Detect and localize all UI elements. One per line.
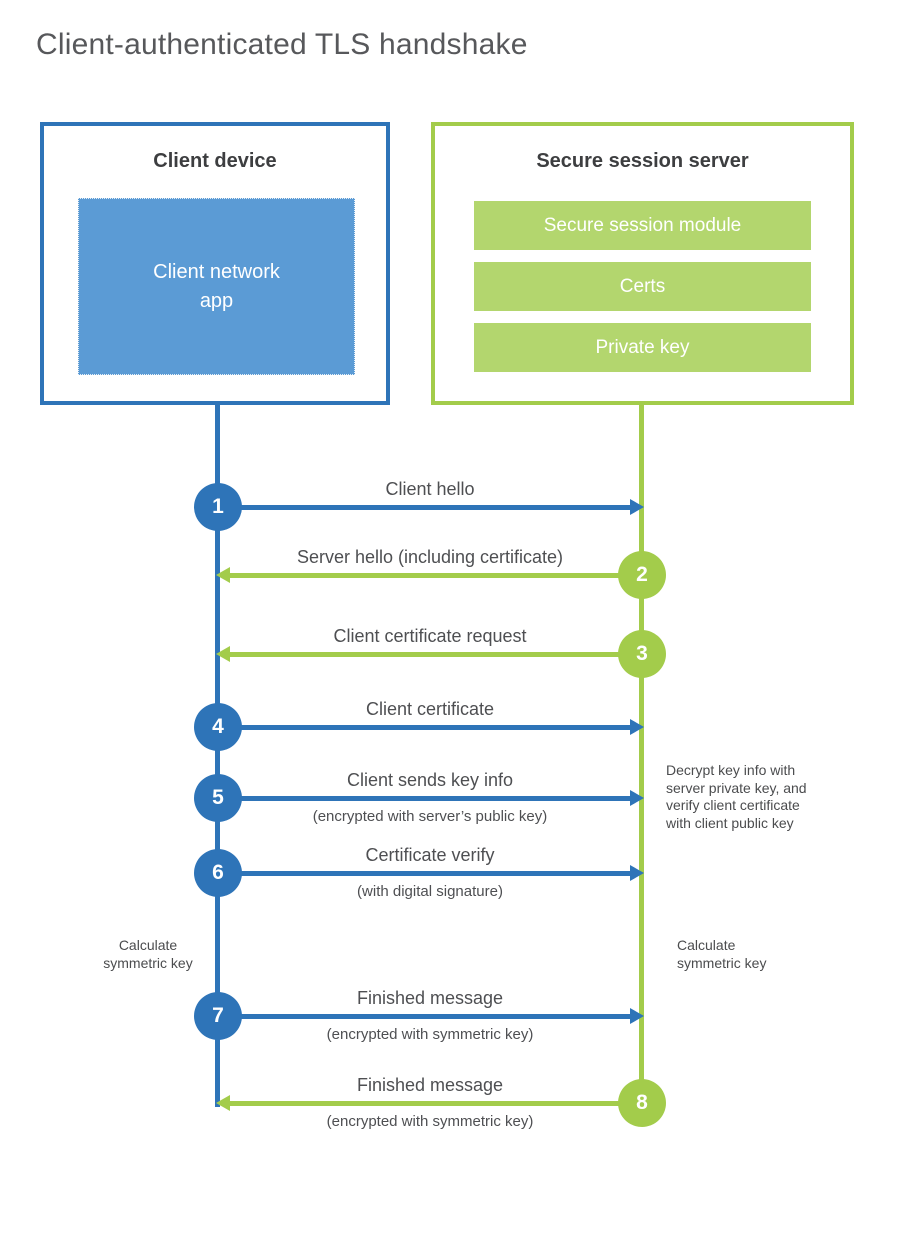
message-label: Server hello (including certificate) (296, 547, 564, 567)
message-arrowhead (630, 865, 644, 881)
client-device-box: Client device Client network app (40, 122, 390, 405)
message-label: Client certificate request (333, 626, 527, 646)
secure-session-server-box: Secure session server Secure session mod… (431, 122, 854, 405)
message-label: Finished message (356, 988, 504, 1008)
client-device-title: Client device (153, 150, 277, 172)
step-circle-5: 5 (194, 774, 242, 822)
server-module-secure-session-module: Secure session module (474, 201, 811, 250)
step-circle-8: 8 (618, 1079, 666, 1127)
message-label: Certificate verify (365, 845, 495, 865)
page-title: Client-authenticated TLS handshake (36, 28, 528, 61)
message-sublabel: (encrypted with symmetric key) (326, 1026, 534, 1043)
message-arrowhead (216, 646, 230, 662)
step-circle-3: 3 (618, 630, 666, 678)
message-arrow-line (218, 505, 630, 510)
step-circle-2: 2 (618, 551, 666, 599)
secure-session-server-title: Secure session server (536, 150, 749, 172)
server-lifeline (639, 405, 644, 1105)
message-label: Client sends key info (346, 770, 514, 790)
message-sublabel: (encrypted with symmetric key) (326, 1113, 534, 1130)
message-sublabel: (encrypted with server’s public key) (312, 808, 548, 825)
calculate-symmetric-key-note-client: Calculate symmetric key (103, 937, 193, 971)
message-arrowhead (630, 790, 644, 806)
message-arrowhead (630, 1008, 644, 1024)
step-number: 2 (636, 563, 648, 586)
message-arrow-line (230, 573, 642, 578)
step-circle-7: 7 (194, 992, 242, 1040)
client-network-app-box: Client network app (78, 198, 355, 375)
step-number: 7 (212, 1004, 224, 1027)
message-arrowhead (630, 719, 644, 735)
message-arrow-line (218, 725, 630, 730)
message-arrow-line (218, 796, 630, 801)
decrypt-note: Decrypt key info with server private key… (666, 762, 807, 831)
step-number: 8 (636, 1091, 648, 1114)
step-number: 6 (212, 861, 224, 884)
message-label: Client certificate (365, 699, 495, 719)
step-circle-6: 6 (194, 849, 242, 897)
step-circle-4: 4 (194, 703, 242, 751)
step-number: 1 (212, 495, 224, 518)
message-arrowhead (216, 1095, 230, 1111)
step-number: 3 (636, 642, 648, 665)
step-number: 5 (212, 786, 224, 809)
message-arrowhead (216, 567, 230, 583)
message-arrowhead (630, 499, 644, 515)
step-number: 4 (212, 715, 224, 738)
client-lifeline (215, 405, 220, 1107)
calculate-symmetric-key-note-server: Calculate symmetric key (677, 937, 767, 971)
step-circle-1: 1 (194, 483, 242, 531)
message-arrow-line (218, 1014, 630, 1019)
server-module-certs: Certs (474, 262, 811, 311)
server-module-private-key: Private key (474, 323, 811, 372)
message-arrow-line (218, 871, 630, 876)
message-label: Client hello (385, 479, 475, 499)
message-sublabel: (with digital signature) (357, 883, 503, 900)
message-arrow-line (230, 652, 642, 657)
message-label: Finished message (356, 1075, 504, 1095)
message-arrow-line (230, 1101, 642, 1106)
